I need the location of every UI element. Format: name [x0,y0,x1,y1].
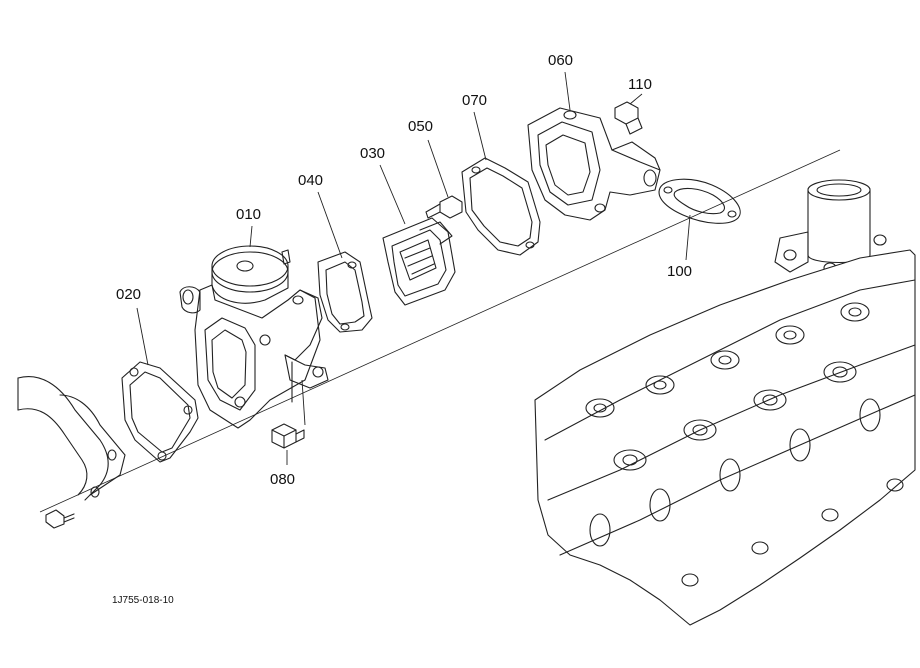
callout-110: 110 [628,76,652,93]
cylinder-head-ports [585,302,904,587]
bolt-050 [425,195,463,219]
gasket-070 [461,157,541,256]
thermostat-housing-010 [179,245,329,429]
valve-plate-030 [382,217,456,306]
leader-lines [136,71,691,465]
callout-030: 030 [360,145,385,162]
bolt-110 [614,101,643,135]
gasket-020 [121,361,199,463]
gasket-100 [658,178,741,224]
callout-020: 020 [116,286,141,303]
assembly-axis-line [39,149,841,513]
bolt-080 [271,423,305,449]
water-pipe-left [17,376,126,501]
bolt-lower-left [45,509,75,529]
callout-100: 100 [667,263,692,280]
callout-010: 010 [236,206,261,223]
water-outlet-060 [527,107,661,221]
callout-040: 040 [298,172,323,189]
gasket-040 [317,251,373,333]
callout-080: 080 [270,471,295,488]
callout-050: 050 [408,118,433,135]
callout-070: 070 [462,92,487,109]
drawing-code: 1J755-018-10 [112,595,174,606]
callout-060: 060 [548,52,573,69]
cylinder-head [534,179,916,626]
